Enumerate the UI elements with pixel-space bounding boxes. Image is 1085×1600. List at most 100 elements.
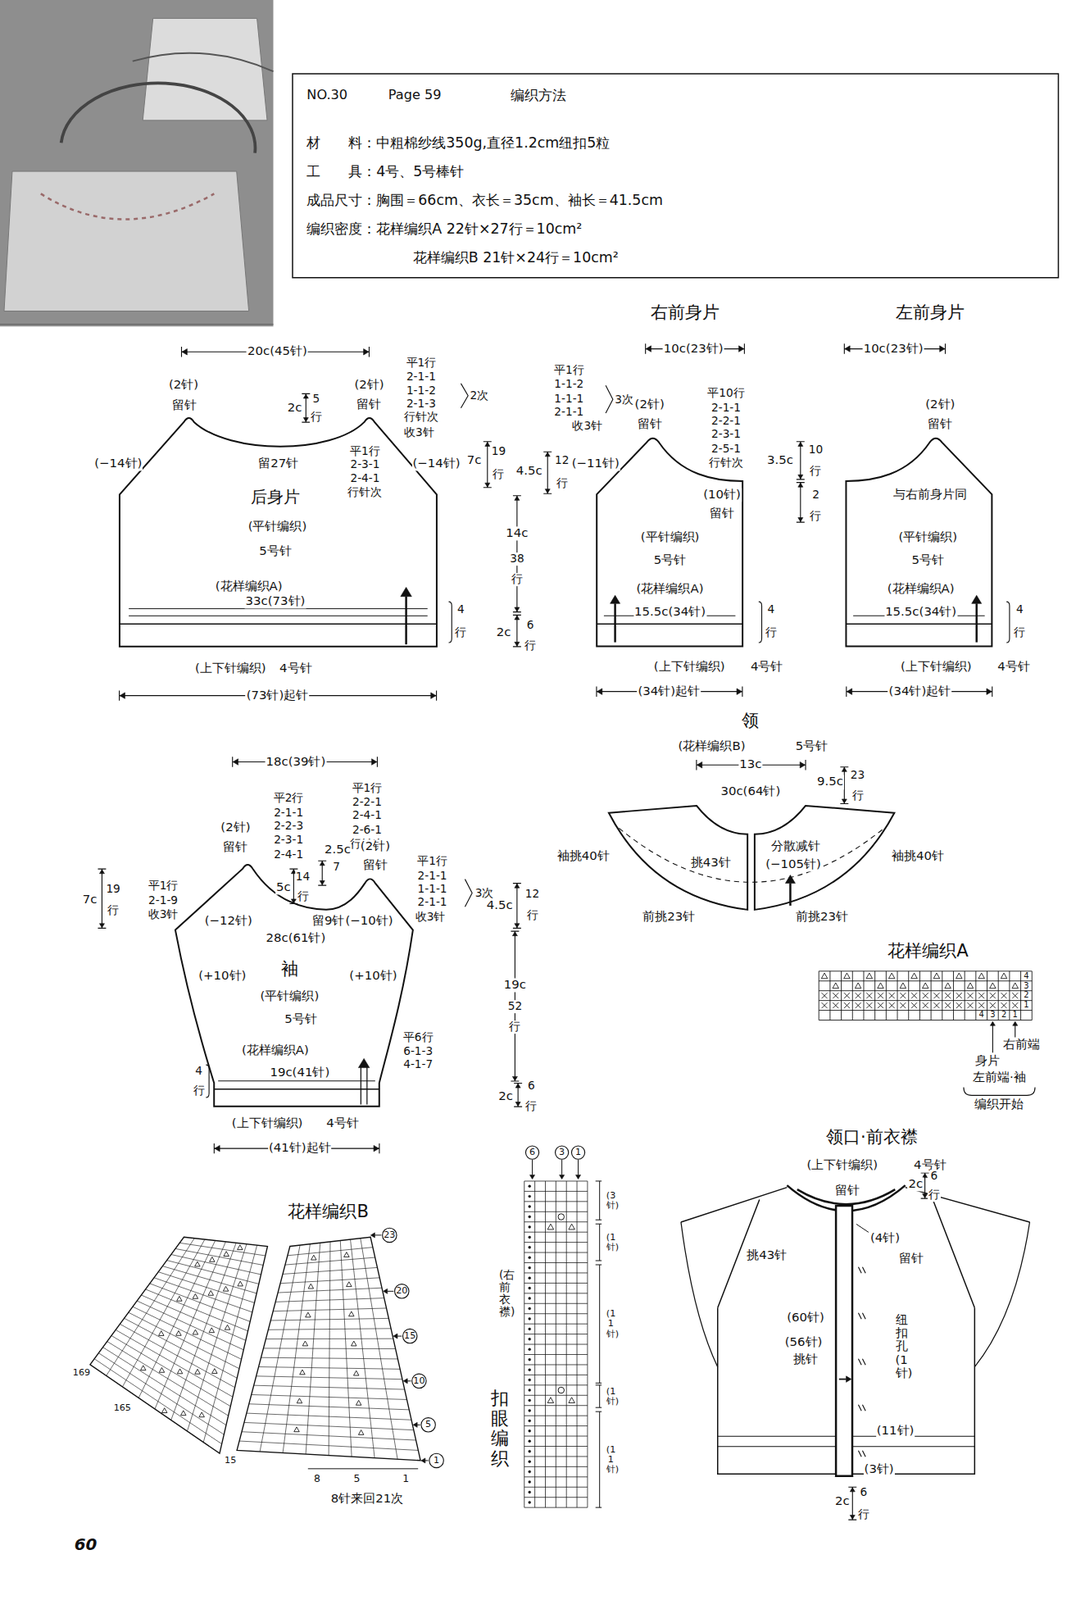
piece-title: 花样编织B	[286, 1201, 370, 1222]
chart-symbol	[944, 1002, 951, 1008]
chart-symbol	[528, 1307, 532, 1310]
chart-grid-line	[986, 971, 988, 1021]
arrow-head	[514, 641, 520, 646]
chart-grid-line	[964, 971, 966, 1021]
stitch-label: (2针)	[924, 397, 956, 412]
dimension-label: 7c	[466, 453, 483, 468]
node-text: 15.5c(34针)	[884, 604, 958, 619]
row-label: 行	[106, 903, 120, 918]
stitch-label: (41针)起针	[267, 1141, 332, 1156]
dimension-line	[97, 868, 106, 928]
arrow-head	[358, 1058, 370, 1068]
chart-symbol	[558, 1213, 564, 1220]
chart-symbol	[528, 1398, 532, 1402]
chart-grid-line	[576, 1180, 577, 1508]
dimension-label: 9.5c	[816, 775, 845, 790]
number-label: 3	[558, 1147, 565, 1158]
number-label: 4	[456, 603, 466, 617]
chart-grid-line	[919, 971, 921, 1021]
note-label: (右前衣襟)	[498, 1268, 512, 1318]
chart-symbol	[877, 992, 884, 999]
chart-symbol	[528, 1235, 532, 1239]
number-label: 6	[526, 1079, 536, 1093]
range-bracket	[595, 1223, 602, 1261]
stitch-label: 袖挑40针	[890, 849, 945, 864]
chart-symbol	[299, 1369, 305, 1375]
note-label: 1-1-2	[553, 377, 585, 391]
chart-grid-line	[186, 1243, 246, 1431]
note-label: 2-3-1	[272, 833, 305, 847]
arrow-head	[841, 767, 847, 772]
arrow-head	[515, 1102, 521, 1107]
row-label: 平1行	[349, 444, 382, 459]
chart-symbol	[866, 992, 872, 999]
piece-title: 花样编织A	[886, 940, 969, 961]
chart-symbol	[877, 982, 884, 989]
dimension-label: 3.5c	[766, 453, 795, 468]
range-bracket	[595, 1180, 602, 1220]
header-border	[292, 73, 1059, 278]
number-label: 6	[859, 1485, 869, 1499]
piece-outline	[846, 438, 993, 647]
note-label: 2-1-1	[417, 895, 449, 909]
row-label: 行	[851, 789, 865, 803]
row-bracket	[205, 1064, 209, 1098]
stitch-label: (10针)	[702, 487, 742, 502]
node-text: 花样编织B 21针×24行＝10cm²	[412, 249, 620, 266]
stitch-label: (上下针编织)	[806, 1158, 880, 1173]
note-label: 编织开始	[973, 1097, 1025, 1112]
chart-symbol	[528, 1286, 532, 1290]
piece-title: 领	[740, 709, 760, 730]
stitch-label: (1针)	[606, 1231, 616, 1253]
stitch-label: 挑43针	[745, 1248, 788, 1263]
chart-symbol	[528, 1297, 532, 1300]
chart-symbol	[192, 1293, 198, 1299]
chart-grid-line	[818, 971, 820, 1021]
chart-symbol	[989, 992, 996, 999]
note-label: 2-1-1	[710, 401, 742, 415]
stitch-label: 纽扣孔(1针)	[894, 1311, 909, 1380]
number-label: 5	[354, 1472, 361, 1485]
leader-line	[374, 1234, 382, 1235]
node-text: (+10针)	[197, 968, 247, 983]
stitch-label: (11针)	[876, 1423, 916, 1438]
row-label: 行	[555, 476, 569, 491]
number-label: 2	[811, 488, 821, 502]
row-label: 平1行	[553, 363, 586, 377]
photo	[0, 0, 273, 327]
chart-symbol	[933, 1002, 940, 1008]
chart-grid-line	[818, 989, 1032, 991]
node-text: 与右前身片同	[892, 487, 968, 502]
column-circle	[571, 1145, 585, 1159]
chart-symbol	[176, 1295, 182, 1301]
row-label: 行	[192, 1085, 206, 1099]
chart-symbol	[528, 1276, 532, 1280]
stitch-label: (上下针编织)	[194, 662, 268, 677]
chart-symbol	[528, 1316, 532, 1320]
node-outline	[672, 1121, 1040, 1490]
arrow-head	[544, 489, 550, 494]
number-label: 5	[425, 1419, 432, 1431]
stitch-label: 前挑23针	[641, 909, 696, 924]
chart-symbol	[899, 982, 906, 989]
note-label: 6-1-3	[402, 1044, 434, 1058]
chart-symbol	[844, 992, 850, 999]
chart-symbol	[345, 1281, 351, 1287]
node-text: 5号针	[653, 553, 688, 568]
number-label: 10	[413, 1375, 425, 1386]
stitch-label: 留针	[834, 1184, 861, 1199]
chart-symbol	[528, 1327, 532, 1331]
stitch-label: 收3针	[414, 910, 447, 924]
chart-symbol	[180, 1410, 186, 1416]
chart-symbol	[877, 1002, 884, 1008]
chart-grid-line	[941, 971, 943, 1021]
piece-outline	[754, 805, 895, 910]
row-circle	[429, 1452, 444, 1467]
arrow-head	[846, 1375, 852, 1382]
number-label: 6	[929, 1169, 939, 1183]
row-label: 行	[453, 626, 468, 640]
arrow-head	[1012, 1021, 1018, 1026]
note-label: 2-1-9	[147, 894, 179, 908]
stitch-label: 留针	[636, 417, 663, 432]
chart-symbol	[528, 1500, 532, 1503]
